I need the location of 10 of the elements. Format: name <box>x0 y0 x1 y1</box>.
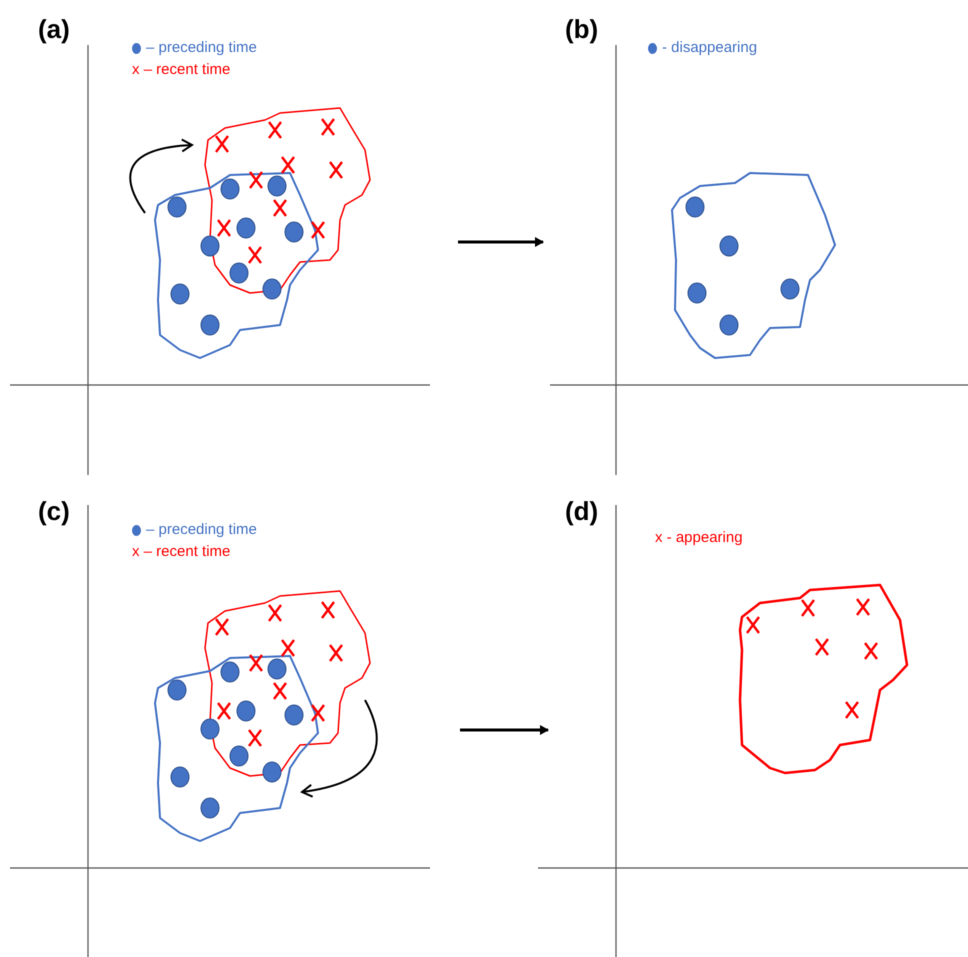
panel-label: (c) <box>38 496 70 526</box>
legend-text: – preceding time <box>146 38 257 58</box>
legend-text: – preceding time <box>146 520 257 540</box>
panel-label: (d) <box>565 496 598 526</box>
legend-text: x - appearing <box>655 528 743 548</box>
legend-text: x – recent time <box>132 60 230 80</box>
legend-text: - disappearing <box>662 38 758 58</box>
panel-label: (a) <box>38 14 70 44</box>
panel-label: (b) <box>565 14 598 44</box>
legend-text: x – recent time <box>132 542 230 562</box>
